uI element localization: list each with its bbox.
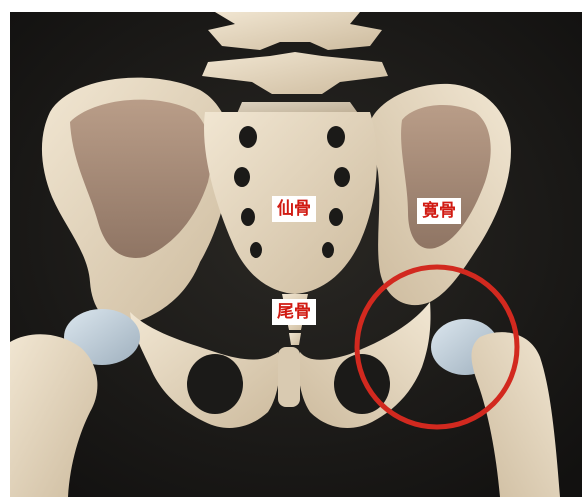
pelvis-skeleton-drawing: [10, 12, 582, 497]
label-sacrum: 仙骨: [272, 196, 316, 222]
label-ilium: 寛骨: [417, 198, 461, 224]
pelvis-photo: 仙骨 寛骨 尾骨: [10, 12, 582, 497]
label-coccyx: 尾骨: [272, 299, 316, 325]
